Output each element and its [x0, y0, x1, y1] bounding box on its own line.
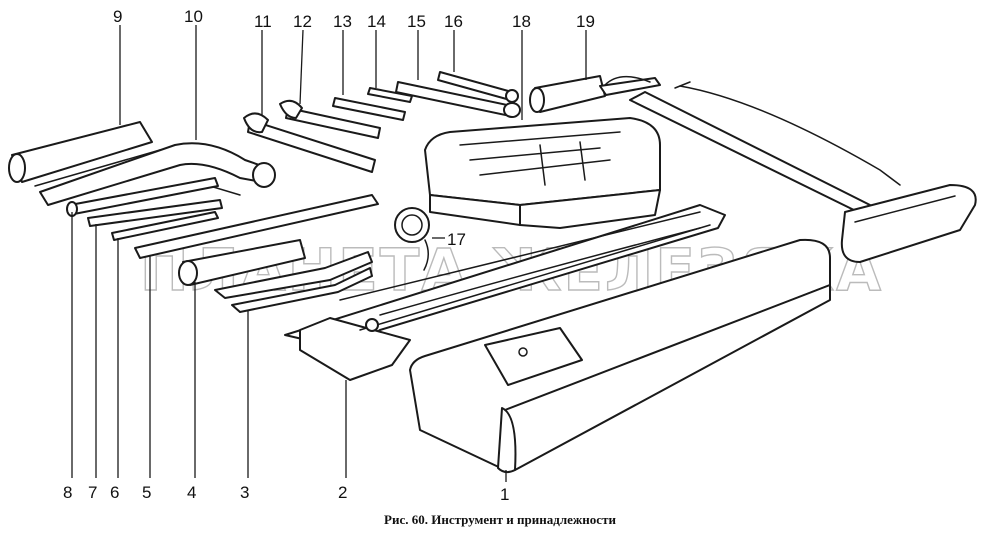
callout-9: 9 [113, 7, 122, 26]
callout-18: 18 [512, 12, 531, 31]
part-8-screwdriver [66, 177, 219, 217]
leader-lines [71, 25, 587, 482]
callout-16: 16 [444, 12, 463, 31]
part-9-socket-wrench [8, 121, 161, 187]
callout-17: 17 [447, 230, 466, 249]
part-11-wrench [243, 112, 376, 173]
callout-5: 5 [142, 483, 151, 502]
callout-19: 19 [576, 12, 595, 31]
callout-6: 6 [110, 483, 119, 502]
callout-14: 14 [367, 12, 386, 31]
part-19-tyre-pump [529, 75, 977, 263]
part-6-punch [111, 211, 219, 241]
part-12-wrench [279, 99, 381, 139]
callout-8: 8 [63, 483, 72, 502]
part-15-box-wrench [395, 81, 521, 118]
callout-13: 13 [333, 12, 352, 31]
part-4-screwdriver-handle [178, 239, 306, 286]
callout-1: 1 [500, 485, 509, 504]
callout-2: 2 [338, 483, 347, 502]
part-17-pressure-gauge [394, 207, 430, 271]
callout-10: 10 [184, 7, 203, 26]
callout-4: 4 [187, 483, 196, 502]
figure-caption: Рис. 60. Инструмент и принадлежности [384, 512, 616, 527]
part-7-drift [87, 199, 223, 227]
part-16-box-wrench [437, 71, 519, 103]
part-18-tool-bag [424, 117, 661, 229]
part-2-jack [284, 204, 726, 381]
callout-7: 7 [88, 483, 97, 502]
callout-15: 15 [407, 12, 426, 31]
callout-11: 11 [254, 12, 272, 31]
part-13-wrench [332, 97, 406, 121]
callout-12: 12 [293, 12, 312, 31]
part-5-tyre-lever [134, 194, 379, 259]
callout-3: 3 [240, 483, 249, 502]
part-1-jack-box [409, 238, 831, 474]
part-3-pliers [214, 251, 373, 313]
